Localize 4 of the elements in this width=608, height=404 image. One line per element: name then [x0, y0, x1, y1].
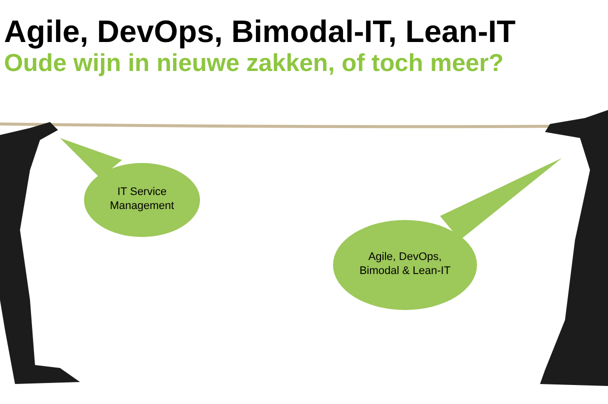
bubble-text: Agile, DevOps, Bimodal & Lean-IT [358, 251, 452, 279]
subtitle: Oude wijn in nieuwe zakken, of toch meer? [4, 49, 505, 79]
bubble-text: IT Service Management [108, 186, 176, 214]
title: Agile, DevOps, Bimodal-IT, Lean-IT [4, 16, 517, 47]
